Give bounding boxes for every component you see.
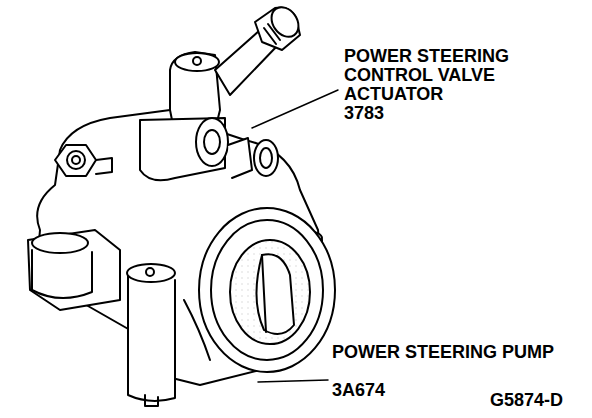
part-name: POWER STEERING PUMP [332, 343, 564, 362]
part-name: POWER STEERING CONTROL VALVE ACTUATOR [344, 47, 576, 104]
callout-number: 3783 [344, 104, 464, 123]
figure-code: G5874-D [490, 391, 590, 410]
callout-number: 3A674 [332, 381, 452, 400]
